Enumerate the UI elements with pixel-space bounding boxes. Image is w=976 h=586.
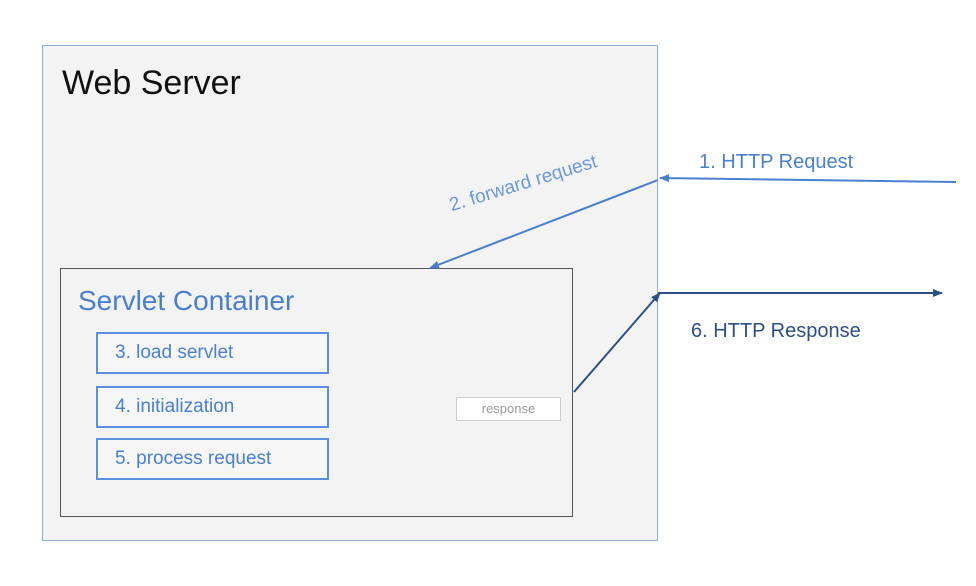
response-out-arrow	[573, 292, 661, 393]
http-request-label: 1. HTTP Request	[699, 151, 854, 173]
http-response-label: 6. HTTP Response	[691, 320, 861, 342]
web-server-title: Web Server	[62, 64, 241, 102]
step-process-request: 5. process request	[96, 438, 329, 480]
forward-request-arrow	[429, 179, 659, 269]
http-request-arrow	[659, 174, 957, 183]
servlet-container-title: Servlet Container	[78, 285, 295, 316]
step-load-servlet: 3. load servlet	[96, 332, 329, 374]
step-initialization: 4. initialization	[96, 386, 329, 428]
response-tag: response	[456, 397, 561, 421]
